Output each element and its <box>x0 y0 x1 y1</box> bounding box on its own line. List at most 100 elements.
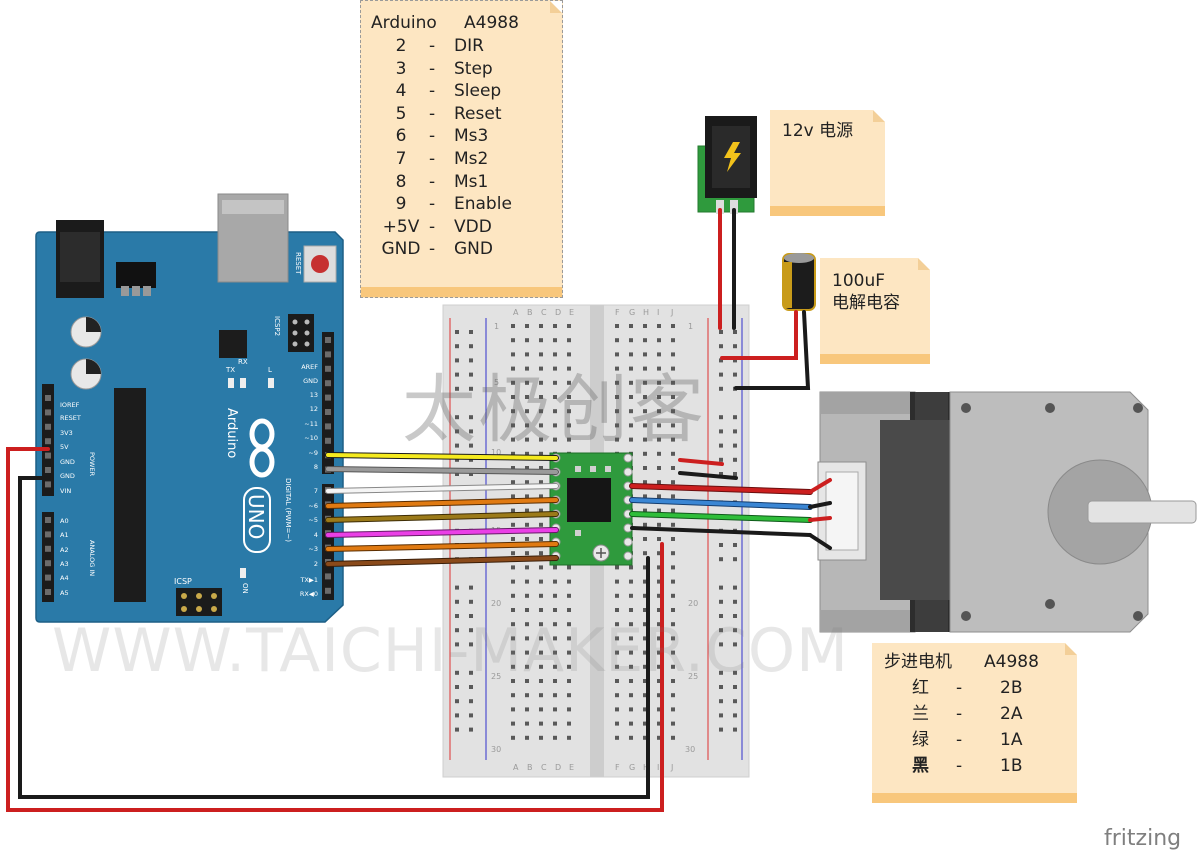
stepper-motor <box>817 391 1197 633</box>
power-note: 12v 电源 <box>770 110 885 216</box>
bb-col-c-bottom: C <box>541 763 547 772</box>
bb-col-b: B <box>527 308 533 317</box>
motor-note-header-motor: 步进电机 <box>884 652 952 672</box>
arduino-uno-board: RESET ICSP2 TX RX L ON Arduino UNO ICSP <box>35 193 344 623</box>
fritzing-logo: fritzing <box>1104 826 1182 851</box>
breadboard: A B C D E F G H I J A B C D E F G H I J … <box>442 304 750 778</box>
wire-motor-green <box>630 512 812 522</box>
watermark-cn: 太极创客 <box>402 367 706 453</box>
l-label: L <box>268 366 272 374</box>
wire-d5-reset <box>326 512 558 522</box>
bb-col-d-bottom: D <box>555 763 561 772</box>
pin-note-sep: - <box>429 36 436 56</box>
analog-label: ANALOG IN <box>88 540 96 576</box>
motor-note-sep: - <box>956 704 963 724</box>
pin-aref: AREF <box>301 363 318 371</box>
wire-vmot-jumper <box>678 458 724 466</box>
digital-label: DIGITAL (PWM=~) <box>284 478 292 542</box>
power-note-text: 12v 电源 <box>782 121 854 141</box>
capacitor-note-type: 电解电容 <box>832 293 900 313</box>
pin-note-a4988: Enable <box>454 194 512 215</box>
wire-d3-step <box>326 542 558 551</box>
pin-gnd-1: GND <box>60 458 75 466</box>
bb-row-20: 20 <box>491 599 501 608</box>
wire-gnd-gnd <box>18 476 650 799</box>
bb-col-c: C <box>541 308 547 317</box>
pin-note-a4988: VDD <box>454 216 492 237</box>
pin-a0: A0 <box>60 517 69 525</box>
bb-row-25-right: 25 <box>688 672 698 681</box>
pin-note-a4988: GND <box>454 239 493 260</box>
wire-cap-positive <box>720 310 798 360</box>
pin-d12: 12 <box>310 405 318 413</box>
pin-d2: 2 <box>314 560 318 568</box>
pin-note-arduino: 2 <box>395 36 407 56</box>
rx-label: RX <box>238 358 248 366</box>
wire-d6-ms3 <box>326 498 558 508</box>
motor-note-color: 黑 <box>912 756 929 776</box>
digital-header-lower <box>322 484 334 600</box>
pin-note-arduino: 4 <box>395 81 407 102</box>
icsp2-header <box>288 314 314 352</box>
wire-motor-red <box>630 484 812 494</box>
wire-d2-dir <box>326 556 558 566</box>
pin-d3: ~3 <box>308 545 318 553</box>
bb-col-i-bottom: I <box>657 763 659 772</box>
pin-a2: A2 <box>60 546 69 554</box>
pin-note-a4988: Ms2 <box>454 149 489 169</box>
brand-label: Arduino <box>224 408 239 458</box>
bb-row-10: 10 <box>491 448 501 457</box>
pin-a1: A1 <box>60 531 69 539</box>
pin-gnd-2: GND <box>60 472 75 480</box>
pin-note-header-a4988: A4988 <box>464 13 519 33</box>
wire-d9-enable <box>326 453 558 460</box>
pin-note-a4988: Step <box>454 58 493 79</box>
bb-col-j-bottom: J <box>670 763 673 772</box>
pin-ioref: IOREF <box>60 401 80 409</box>
icsp-label: ICSP <box>174 577 192 586</box>
motor-note-pin: 2B <box>1000 678 1023 698</box>
wire-5v-vdd <box>6 447 664 812</box>
bb-col-b-bottom: B <box>527 763 533 772</box>
motor-shaft <box>1087 500 1197 524</box>
pin-note-a4988: Reset <box>454 103 502 124</box>
wire-cap-negative <box>734 310 811 390</box>
pin-d13: 13 <box>310 391 318 399</box>
wire-motor-black <box>630 526 812 537</box>
pin-note-sep: - <box>429 239 436 260</box>
wires <box>6 208 832 812</box>
reset-label: RESET <box>294 252 302 275</box>
capacitor-note-value: 100uF <box>832 271 886 291</box>
pin-note-a4988: DIR <box>454 36 484 56</box>
bb-col-e: E <box>569 308 574 317</box>
pin-note-arduino: 6 <box>395 126 407 147</box>
bb-row-20-right: 20 <box>688 599 698 608</box>
pin-note-a4988: Ms1 <box>454 171 489 192</box>
motor-note-sep: - <box>956 756 963 776</box>
bb-col-i: I <box>657 308 659 317</box>
bb-col-a: A <box>513 308 519 317</box>
pin-d8: 8 <box>314 463 318 471</box>
motor-note-pin: 1B <box>1000 756 1023 776</box>
pin-note-sep: - <box>429 171 436 192</box>
bb-col-h: H <box>643 308 649 317</box>
wire-d7-ms2 <box>326 484 558 493</box>
motor-note-color: 绿 <box>912 730 929 750</box>
model-label: UNO <box>244 494 268 539</box>
power-jack <box>697 116 757 214</box>
pin-note-a4988: Sleep <box>454 81 502 102</box>
bb-col-e-bottom: E <box>569 763 574 772</box>
wire-gnd-jumper <box>678 471 738 480</box>
capacitor-note: 100uF 电解电容 <box>820 258 930 364</box>
pin-5v: 5V <box>60 443 69 451</box>
pin-note-arduino: GND <box>381 239 421 260</box>
motor-note-pin: 2A <box>1000 704 1023 724</box>
pin-note-arduino: 7 <box>395 149 407 169</box>
motor-note-sep: - <box>956 730 963 750</box>
bb-col-g-bottom: G <box>629 763 635 772</box>
wire-d8-ms1 <box>326 467 558 474</box>
bb-col-j: J <box>670 308 673 317</box>
pin-note-sep: - <box>429 216 436 237</box>
wire-d4-sleep <box>326 528 558 537</box>
